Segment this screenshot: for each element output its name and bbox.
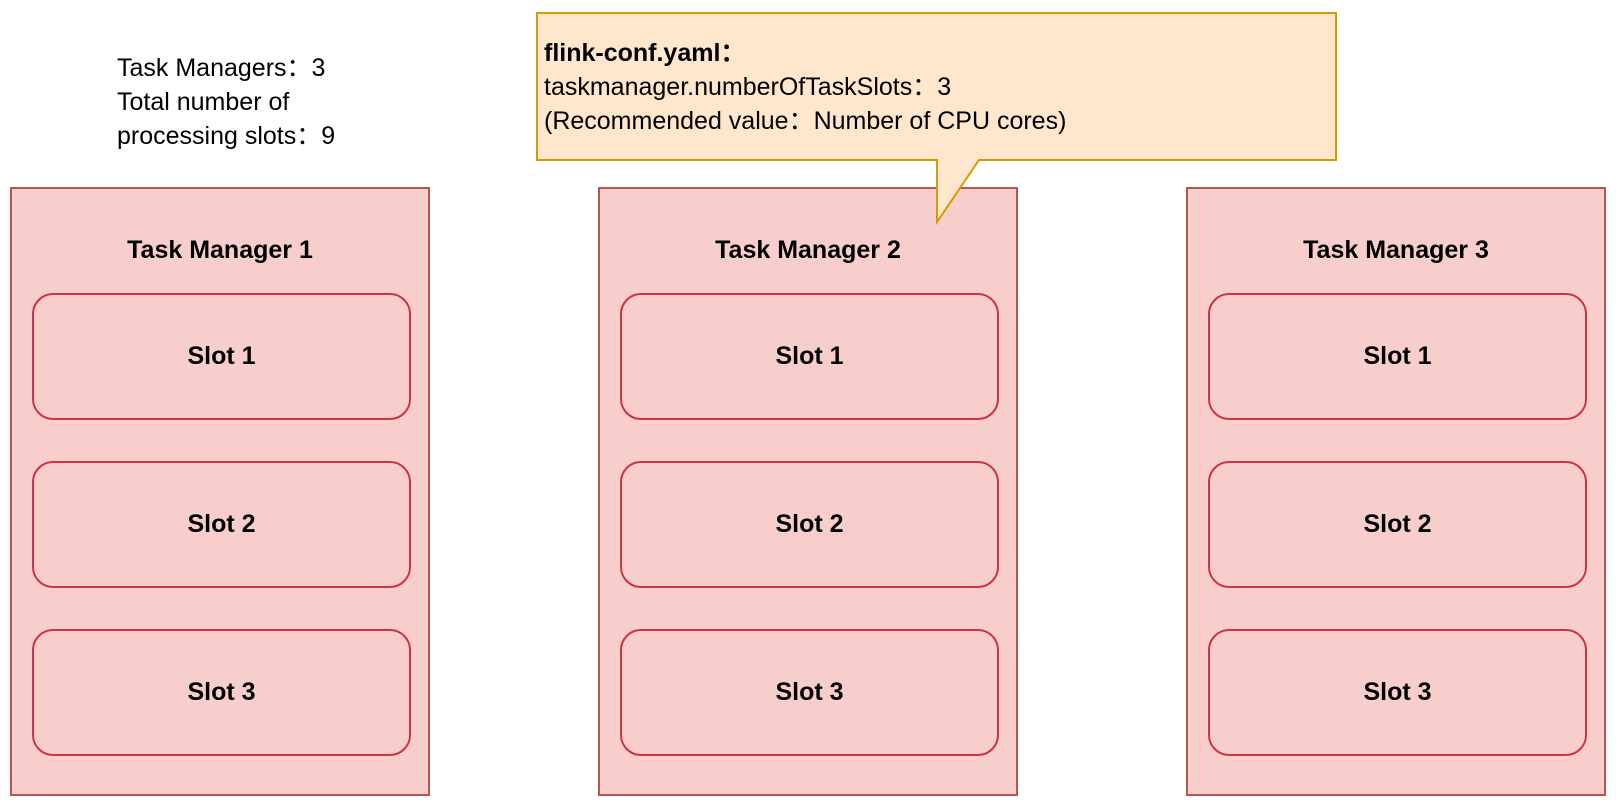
slot-box: Slot 3 [1208, 629, 1587, 756]
config-file-name: flink-conf.yaml： [544, 39, 746, 67]
task-manager-1: Task Manager 1 Slot 1 Slot 2 Slot 3 [10, 187, 430, 796]
config-setting-line: taskmanager.numberOfTaskSlots：3 [544, 73, 952, 101]
task-manager-title: Task Manager 2 [715, 236, 901, 264]
slot-box: Slot 1 [620, 293, 999, 420]
slot-box: Slot 3 [32, 629, 411, 756]
task-manager-2: Task Manager 2 Slot 1 Slot 2 Slot 3 [598, 187, 1018, 796]
total-slots-text-line2: processing slots：9 [117, 122, 336, 150]
slot-box: Slot 1 [32, 293, 411, 420]
config-callout: flink-conf.yaml： taskmanager.numberOfTas… [544, 36, 1324, 138]
cluster-summary: Task Managers：3 Total number of processi… [117, 51, 417, 153]
slot-box: Slot 2 [1208, 461, 1587, 588]
task-managers-count-text: Task Managers：3 [117, 54, 326, 82]
config-recommendation-line: (Recommended value：Number of CPU cores) [544, 107, 1067, 135]
total-slots-text-line1: Total number of [117, 88, 290, 116]
task-manager-3: Task Manager 3 Slot 1 Slot 2 Slot 3 [1186, 187, 1606, 796]
task-manager-title: Task Manager 3 [1303, 236, 1489, 264]
slot-box: Slot 2 [32, 461, 411, 588]
slot-box: Slot 1 [1208, 293, 1587, 420]
slot-box: Slot 3 [620, 629, 999, 756]
slot-box: Slot 2 [620, 461, 999, 588]
task-manager-title: Task Manager 1 [127, 236, 313, 264]
